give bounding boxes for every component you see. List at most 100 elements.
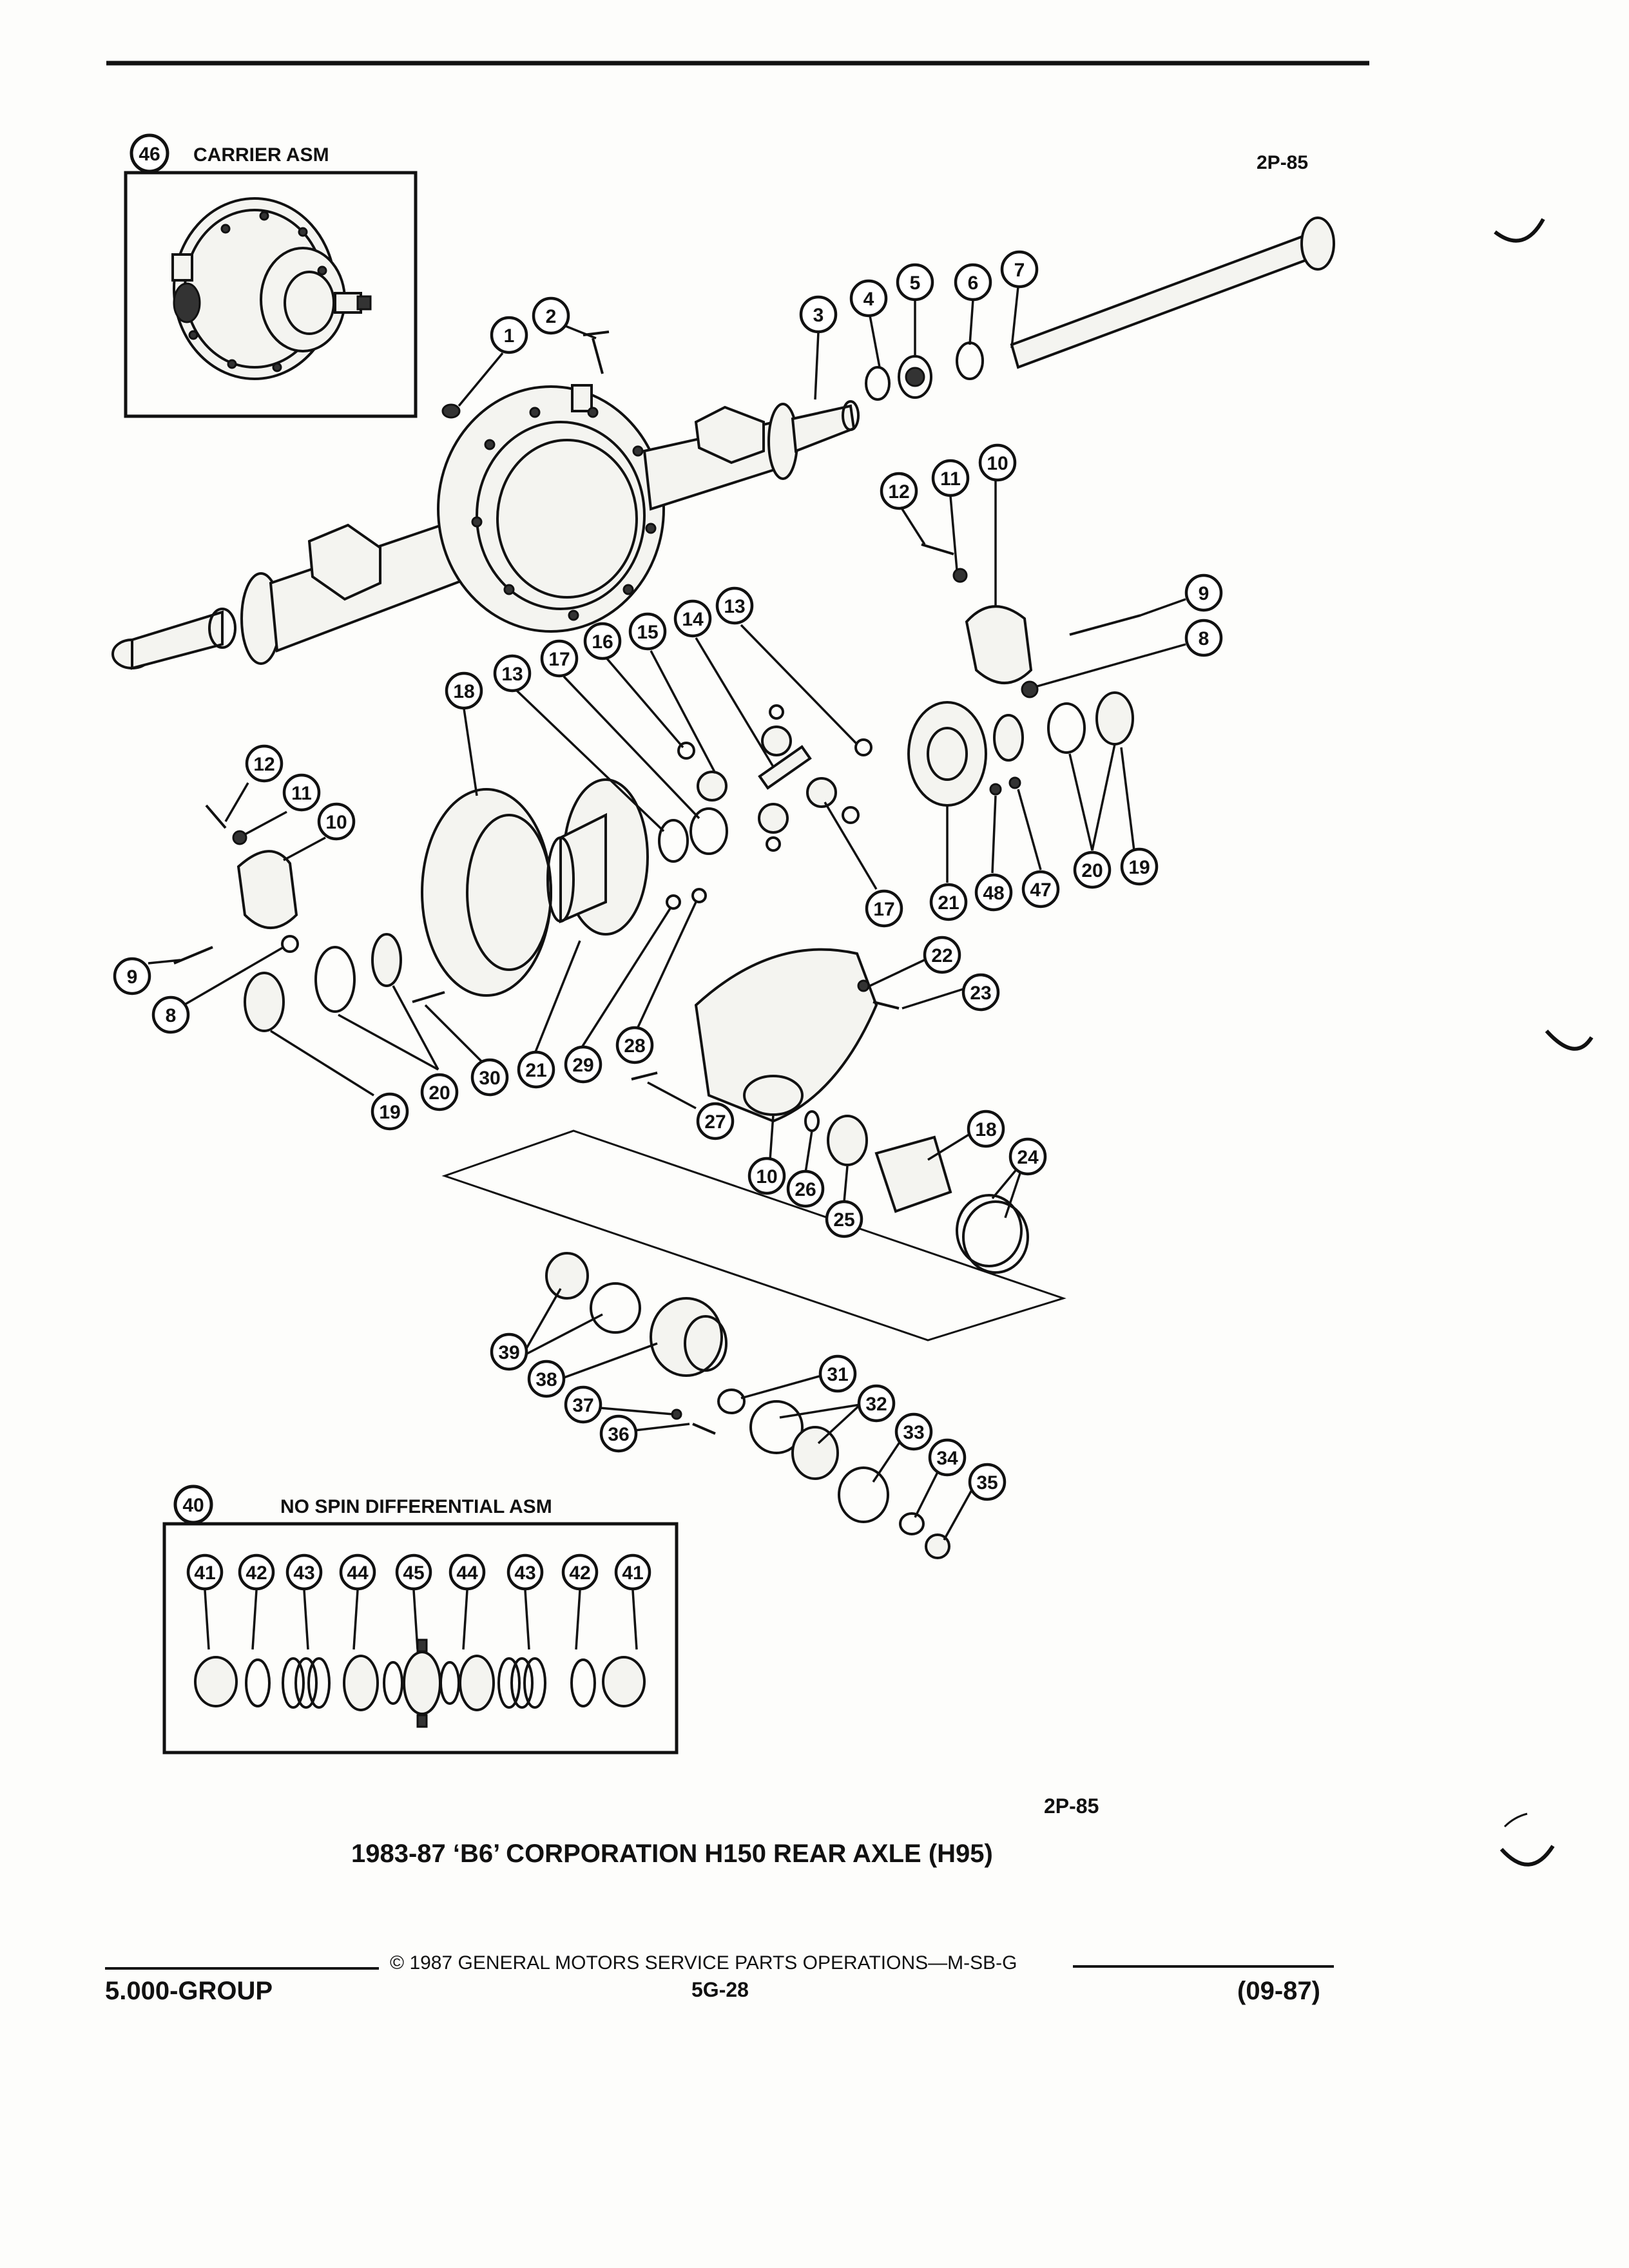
callout-9a: 9: [1184, 573, 1223, 612]
callout-13b: 13: [715, 586, 754, 625]
svg-text:17: 17: [873, 899, 894, 920]
svg-text:44: 44: [347, 1562, 369, 1584]
svg-text:47: 47: [1030, 879, 1051, 901]
svg-text:18: 18: [975, 1119, 996, 1140]
callout-6: 6: [954, 263, 992, 302]
callout-35: 35: [968, 1463, 1007, 1501]
callout-26: 26: [786, 1169, 825, 1208]
callout-12b: 12: [245, 744, 284, 783]
svg-text:34: 34: [936, 1448, 958, 1469]
svg-text:9: 9: [1199, 583, 1210, 604]
page-code-bottom: 2P-85: [1044, 1794, 1099, 1818]
callout-5: 5: [896, 263, 934, 302]
svg-text:21: 21: [938, 892, 959, 914]
nospin-box: [162, 1522, 679, 1754]
nospin-callout: 41: [186, 1553, 224, 1650]
svg-text:7: 7: [1014, 260, 1025, 281]
svg-text:13: 13: [724, 596, 745, 617]
callout-4: 4: [849, 279, 888, 318]
callout-18b: 18: [967, 1110, 1005, 1148]
callout-29: 29: [564, 1045, 602, 1084]
callout-38: 38: [527, 1360, 566, 1398]
group-label: 5.000-GROUP: [105, 1977, 273, 2005]
callout-33: 33: [894, 1412, 933, 1451]
axle-housing: [111, 384, 860, 670]
svg-text:39: 39: [498, 1342, 519, 1363]
svg-text:33: 33: [903, 1422, 924, 1443]
svg-text:32: 32: [865, 1394, 887, 1415]
callout-20a: 20: [1073, 850, 1112, 889]
callout-21a: 21: [929, 883, 968, 921]
nospin-callout: 45: [395, 1553, 432, 1650]
callout-31: 31: [818, 1354, 857, 1393]
callouts: 1 2 3 4 5 6 7 12 11 10 9 8 18 13 17 16 1…: [113, 250, 1223, 1501]
callout-48: 48: [974, 873, 1013, 912]
margin-mark: [1499, 1845, 1555, 1867]
svg-text:31: 31: [827, 1364, 848, 1385]
callout-10a: 10: [978, 443, 1017, 482]
svg-text:11: 11: [940, 468, 961, 490]
footer-rule-left: [105, 1967, 379, 1970]
svg-text:30: 30: [479, 1068, 500, 1089]
svg-text:35: 35: [976, 1472, 998, 1494]
callout-36: 36: [599, 1414, 638, 1453]
carrier-asm-label: CARRIER ASM: [193, 144, 329, 166]
carrier-inset-box: [124, 171, 418, 418]
svg-text:13: 13: [501, 664, 523, 685]
svg-text:24: 24: [1017, 1147, 1039, 1168]
callout-11b: 11: [282, 773, 321, 812]
callout-32: 32: [857, 1384, 896, 1423]
leader-lines: [148, 286, 1186, 1541]
nospin-callout-row: 41 42 43 44 45 44 43 42 41: [186, 1553, 651, 1650]
svg-text:8: 8: [1199, 628, 1210, 649]
svg-text:17: 17: [548, 649, 570, 670]
nospin-inset: 40 NO SPIN DIFFERENTIAL ASM 41 42 43 44 45 44…: [162, 1485, 679, 1754]
svg-text:42: 42: [246, 1562, 267, 1584]
svg-text:43: 43: [514, 1562, 535, 1584]
page-number: 5G-28: [691, 1978, 749, 2001]
svg-text:44: 44: [456, 1562, 478, 1584]
ring-gear-group: [244, 778, 728, 1032]
callout-22: 22: [923, 936, 961, 974]
callout-34: 34: [928, 1438, 967, 1477]
nospin-callout: 44: [339, 1553, 376, 1650]
callout-7: 7: [1000, 250, 1039, 289]
callout-23: 23: [961, 973, 1000, 1012]
callout-2: 2: [532, 296, 570, 335]
svg-text:42: 42: [569, 1562, 590, 1584]
svg-text:12: 12: [253, 754, 275, 775]
callout-12a: 12: [880, 472, 918, 510]
svg-text:10: 10: [756, 1166, 777, 1187]
callout-14: 14: [673, 599, 712, 638]
svg-text:45: 45: [403, 1562, 424, 1584]
left-bearing-cap: [173, 804, 299, 965]
nospin-label: NO SPIN DIFFERENTIAL ASM: [280, 1496, 552, 1517]
callout-37: 37: [564, 1385, 602, 1424]
svg-text:36: 36: [608, 1424, 629, 1445]
svg-text:28: 28: [624, 1035, 645, 1057]
nospin-callout: 42: [561, 1553, 599, 1650]
svg-text:18: 18: [453, 681, 474, 702]
callout-40-num: 40: [182, 1495, 204, 1516]
svg-text:21: 21: [525, 1060, 546, 1081]
svg-text:41: 41: [622, 1562, 643, 1584]
callout-20b: 20: [420, 1073, 459, 1111]
copyright-line: © 1987 GENERAL MOTORS SERVICE PARTS OPER…: [390, 1952, 1017, 1974]
svg-text:29: 29: [572, 1055, 593, 1076]
svg-text:3: 3: [813, 305, 824, 326]
svg-text:43: 43: [293, 1562, 314, 1584]
svg-text:20: 20: [429, 1082, 450, 1104]
svg-text:15: 15: [637, 622, 658, 643]
svg-text:11: 11: [291, 783, 312, 804]
callout-46-num: 46: [139, 144, 160, 165]
svg-text:20: 20: [1081, 860, 1103, 881]
svg-text:37: 37: [572, 1395, 593, 1416]
svg-text:4: 4: [863, 289, 874, 310]
relation-outline: [441, 1129, 1066, 1341]
carrier-housing: [631, 948, 1029, 1274]
callout-8b: 8: [151, 995, 190, 1034]
right-bearing-cap: [921, 543, 1141, 698]
svg-text:16: 16: [592, 631, 613, 653]
callout-25: 25: [825, 1200, 863, 1238]
